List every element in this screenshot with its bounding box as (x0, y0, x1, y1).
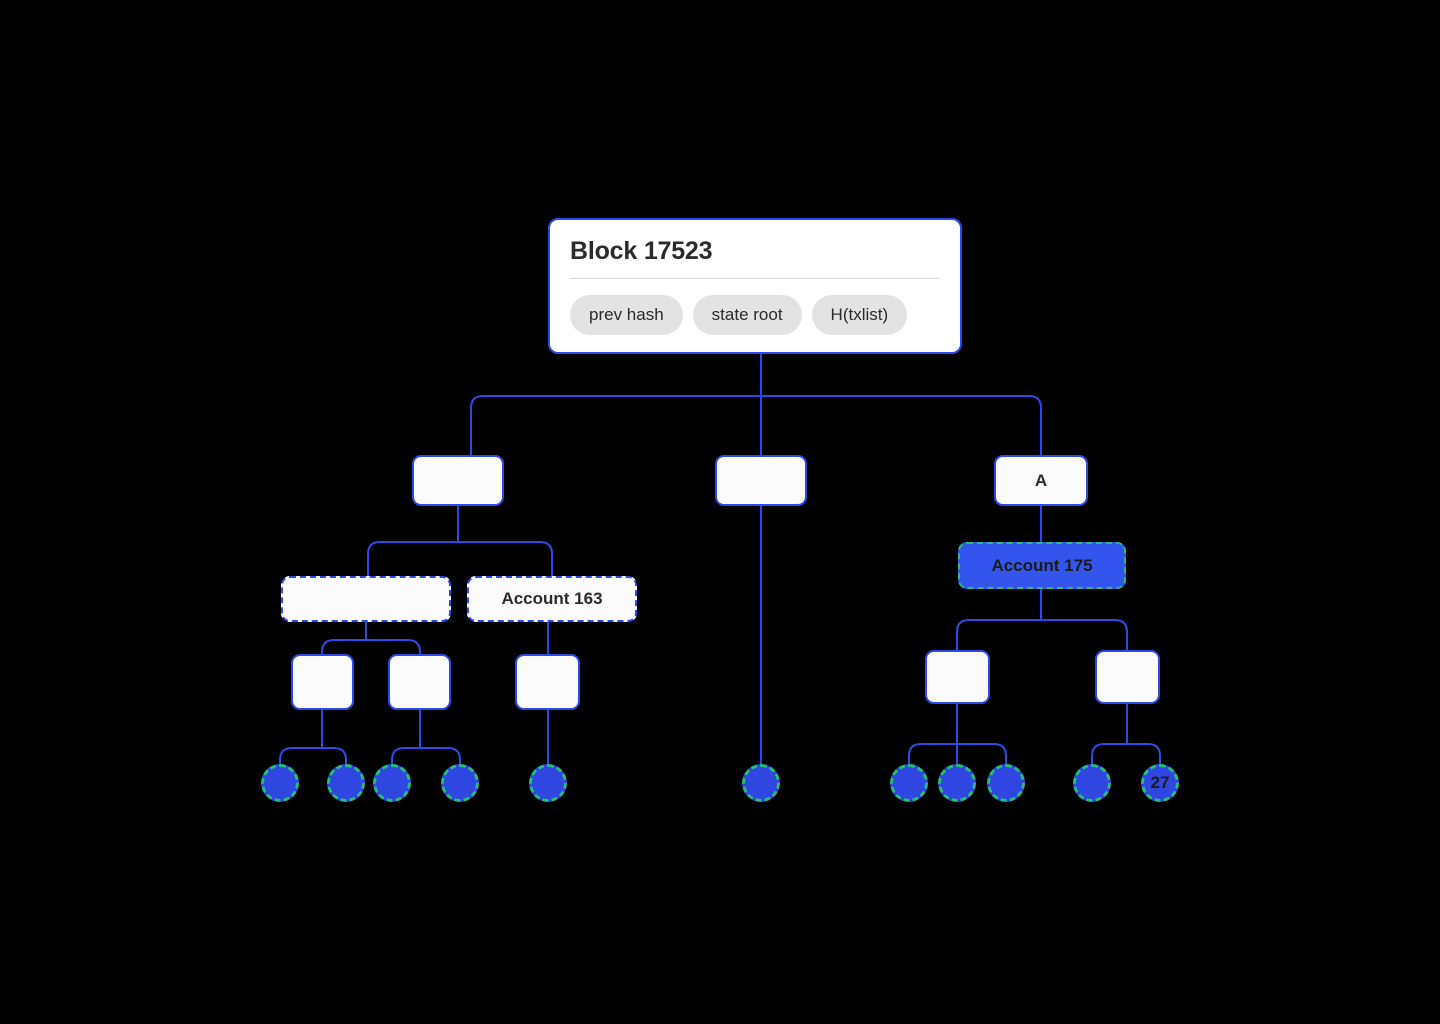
leaf-node-11[interactable]: 27 (1141, 764, 1179, 802)
node-account-175[interactable]: Account 175 (958, 542, 1126, 589)
leaf-node-5[interactable] (529, 764, 567, 802)
leaf-node-7[interactable] (890, 764, 928, 802)
edge-i5-leaf11 (1127, 743, 1161, 764)
node-inner-4[interactable] (925, 650, 990, 704)
node-inner-2[interactable] (388, 654, 451, 710)
edge-ae-to-i2 (366, 639, 421, 654)
edge-a175-to-i4 (956, 619, 1041, 650)
edge-i5-leaf10 (1091, 743, 1127, 764)
edge-i2-leaf3 (391, 747, 420, 764)
block-divider (570, 278, 940, 279)
pill-state-root[interactable]: state root (692, 295, 802, 335)
leaf-node-1[interactable] (261, 764, 299, 802)
edge-i2-leaf4 (420, 747, 461, 764)
edge-bl-to-acctempty (367, 541, 458, 576)
leaf-node-6[interactable] (742, 764, 780, 802)
node-inner-1[interactable] (291, 654, 354, 710)
edge-i4-leaf9 (957, 743, 1007, 764)
leaf-node-8[interactable] (938, 764, 976, 802)
edge-i4-leaf7 (908, 743, 957, 764)
node-account-empty[interactable] (281, 576, 451, 622)
leaf-node-4[interactable] (441, 764, 479, 802)
block-title: Block 17523 (570, 237, 713, 265)
node-inner-5[interactable] (1095, 650, 1160, 704)
node-branch-mid[interactable] (715, 455, 807, 506)
node-branch-left[interactable] (412, 455, 504, 506)
edge-i1-leaf2 (322, 747, 347, 764)
leaf-node-3[interactable] (373, 764, 411, 802)
node-account-163[interactable]: Account 163 (467, 576, 637, 622)
leaf-node-9[interactable] (987, 764, 1025, 802)
leaf-node-2[interactable] (327, 764, 365, 802)
leaf-node-10[interactable] (1073, 764, 1111, 802)
block-field-pills: prev hash state root H(txlist) (570, 295, 940, 335)
edge-ae-to-i1 (321, 639, 366, 654)
edge-i1-leaf1 (279, 747, 322, 764)
pill-prev-hash[interactable]: prev hash (570, 295, 683, 335)
block-card[interactable]: Block 17523 prev hash state root H(txlis… (548, 218, 962, 354)
pill-htxlist[interactable]: H(txlist) (811, 295, 908, 335)
node-branch-right-a[interactable]: A (994, 455, 1088, 506)
edge-bl-to-acct163 (458, 541, 553, 576)
node-inner-3[interactable] (515, 654, 580, 710)
edge-a175-to-i5 (1041, 619, 1128, 650)
